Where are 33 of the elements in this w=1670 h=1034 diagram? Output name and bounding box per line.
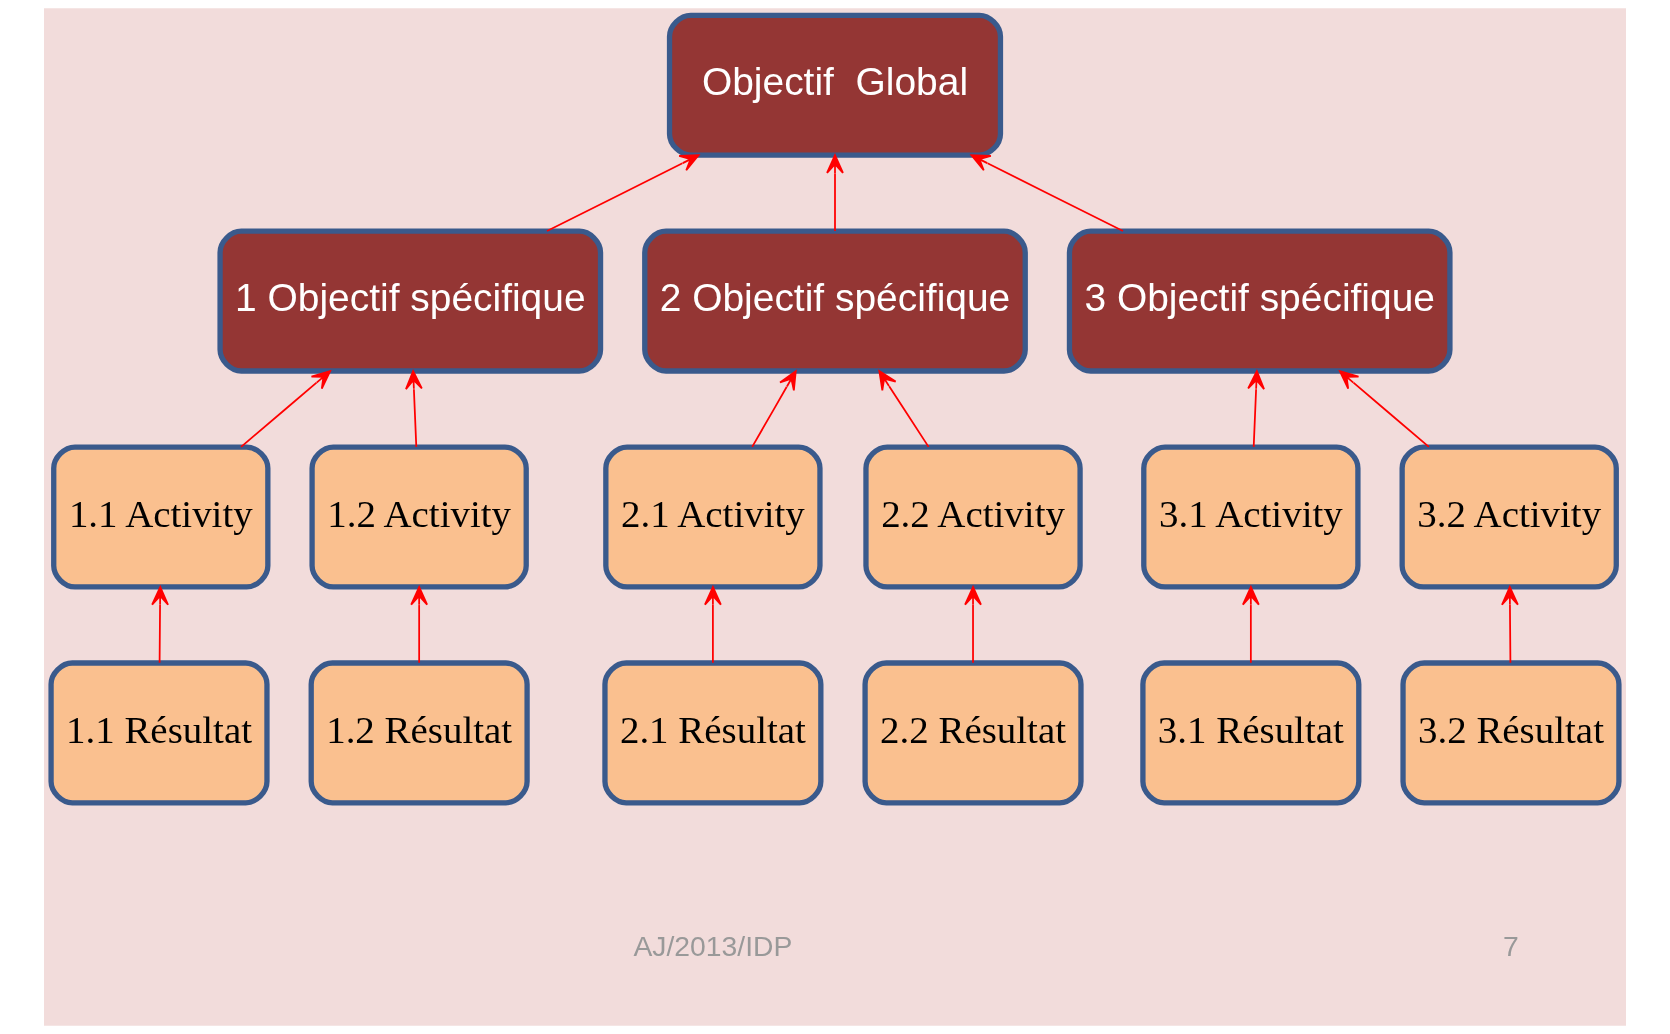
node-box: 1.2 Résultat (308, 660, 530, 806)
node-box: 2.1 Résultat (602, 660, 824, 806)
node-box: 2.2 Résultat (862, 660, 1084, 806)
label: AJ/2013/IDP (633, 929, 793, 962)
arrow (410, 586, 428, 664)
node-box: 3.1 Résultat (1140, 660, 1362, 806)
arrow (240, 370, 332, 448)
arrow (878, 370, 930, 448)
node-box: 1.1 Résultat (48, 660, 270, 806)
node-box: 1 Objectif spécifique (217, 228, 604, 374)
arrow (1242, 586, 1260, 664)
node-box: 1.2 Activity (309, 444, 529, 590)
node-box: 1.1 Activity (51, 444, 271, 590)
arrow (1247, 370, 1265, 448)
arrow (1338, 370, 1430, 448)
label: 7 (1503, 929, 1519, 962)
node-box: 2.1 Activity (603, 444, 823, 590)
arrow (964, 586, 982, 664)
arrow (151, 586, 169, 664)
node-box: 3.1 Activity (1141, 444, 1361, 590)
node-box: 3.2 Résultat (1400, 660, 1622, 806)
node-box: 2 Objectif spécifique (642, 228, 1028, 374)
arrow (704, 586, 722, 664)
arrow (405, 370, 423, 448)
node-box: Objectif Global (666, 12, 1004, 158)
node-box: 3 Objectif spécifique (1066, 228, 1453, 374)
arrow (1501, 586, 1519, 664)
node-box: 3.2 Activity (1399, 444, 1619, 590)
node-box: 2.2 Activity (863, 444, 1083, 590)
arrow (970, 154, 1124, 232)
arrow (546, 154, 700, 232)
arrow (826, 154, 844, 232)
arrow (751, 370, 797, 448)
